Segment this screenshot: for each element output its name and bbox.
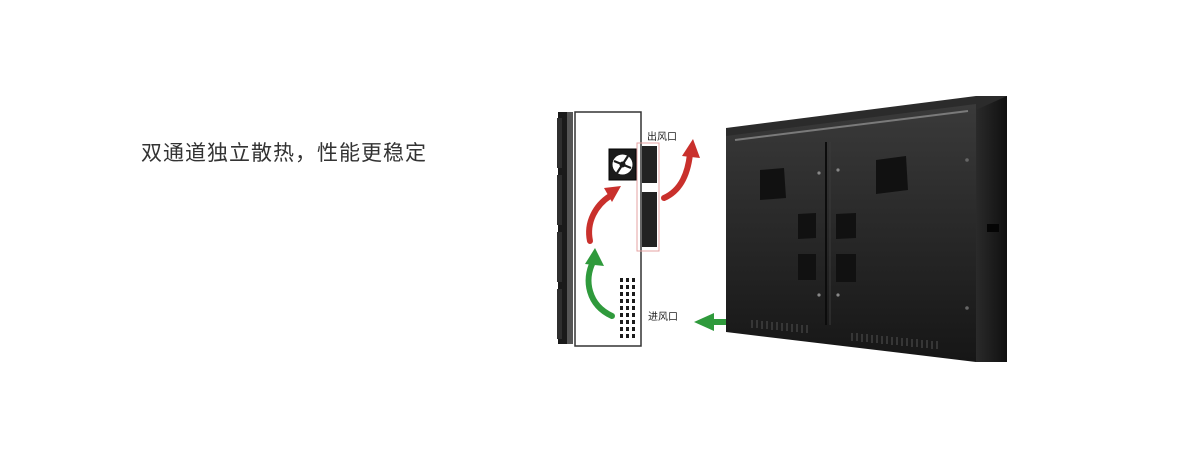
outlet-block-upper: [642, 146, 657, 183]
handle-left: [760, 168, 786, 200]
lock-upper-left: [798, 213, 816, 239]
section-schematic: [557, 111, 751, 347]
intake-grille: [620, 278, 635, 338]
outlet-label: 出风口: [647, 132, 677, 143]
fan-icon: [608, 148, 637, 181]
lock-lower-left: [798, 254, 816, 280]
lock-lower-right: [836, 254, 856, 282]
bottom-vents: [751, 320, 938, 349]
lock-upper-right: [836, 213, 856, 239]
led-module-strip: [557, 112, 573, 344]
hot-air-arrow-inner-head: [604, 186, 621, 202]
hot-air-arrow-outlet-head: [682, 139, 700, 158]
cabinet-rear-view: [726, 96, 1007, 362]
inlet-label: 进风口: [648, 312, 678, 323]
outlet-block-lower: [642, 192, 657, 247]
outlet-panel-frame: [636, 142, 660, 252]
hot-air-arrow-outlet: [661, 151, 693, 201]
hot-air-arrow-inner: [586, 193, 613, 244]
cool-air-arrow-inner: [585, 259, 615, 319]
handle-right: [876, 156, 908, 194]
side-handle-slot: [987, 224, 999, 232]
headline: 双通道独立散热，性能更稳定: [141, 141, 427, 165]
cool-air-arrow-inner-head: [585, 248, 604, 266]
cool-air-arrow-inlet-head: [694, 313, 714, 331]
